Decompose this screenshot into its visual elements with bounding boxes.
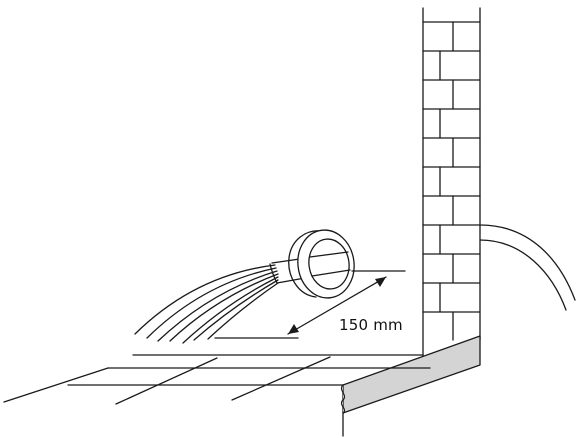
cable-sheath-bottom [311, 269, 351, 277]
dimension-label: 150 mm [339, 316, 403, 334]
dimension-marking [214, 270, 406, 339]
cable-bundle [134, 251, 351, 344]
cable-wire [182, 276, 279, 344]
cable-wire [146, 267, 277, 339]
cable-sheath-end [269, 263, 278, 284]
ledge-break-line [340, 384, 346, 414]
arrow-head-bottom [288, 324, 299, 334]
cable-wire [169, 273, 279, 342]
floor-line [115, 357, 218, 405]
external-cable-line [479, 239, 567, 311]
arrow-head-top [375, 277, 386, 287]
cable-wire [193, 279, 279, 341]
brick-courses [422, 21, 481, 341]
cable-wire [157, 270, 278, 342]
external-cable-line [479, 224, 576, 301]
external-cable [479, 224, 576, 311]
cable-sheath-top [309, 251, 349, 258]
sleeve-outer-ring [297, 229, 355, 299]
cable-wire [207, 282, 279, 340]
floor-ledge [340, 335, 481, 437]
ledge-face [342, 335, 481, 414]
wall-sleeve [288, 229, 355, 299]
cable-wire [134, 264, 276, 335]
sleeve-back-rim [288, 230, 323, 298]
floor-line [231, 356, 331, 401]
brick-wall [422, 7, 481, 357]
floor-grid [3, 354, 431, 405]
floor-line [3, 367, 109, 403]
sleeve-inner-ring [308, 238, 350, 290]
dimension-arrow-line [287, 276, 387, 335]
